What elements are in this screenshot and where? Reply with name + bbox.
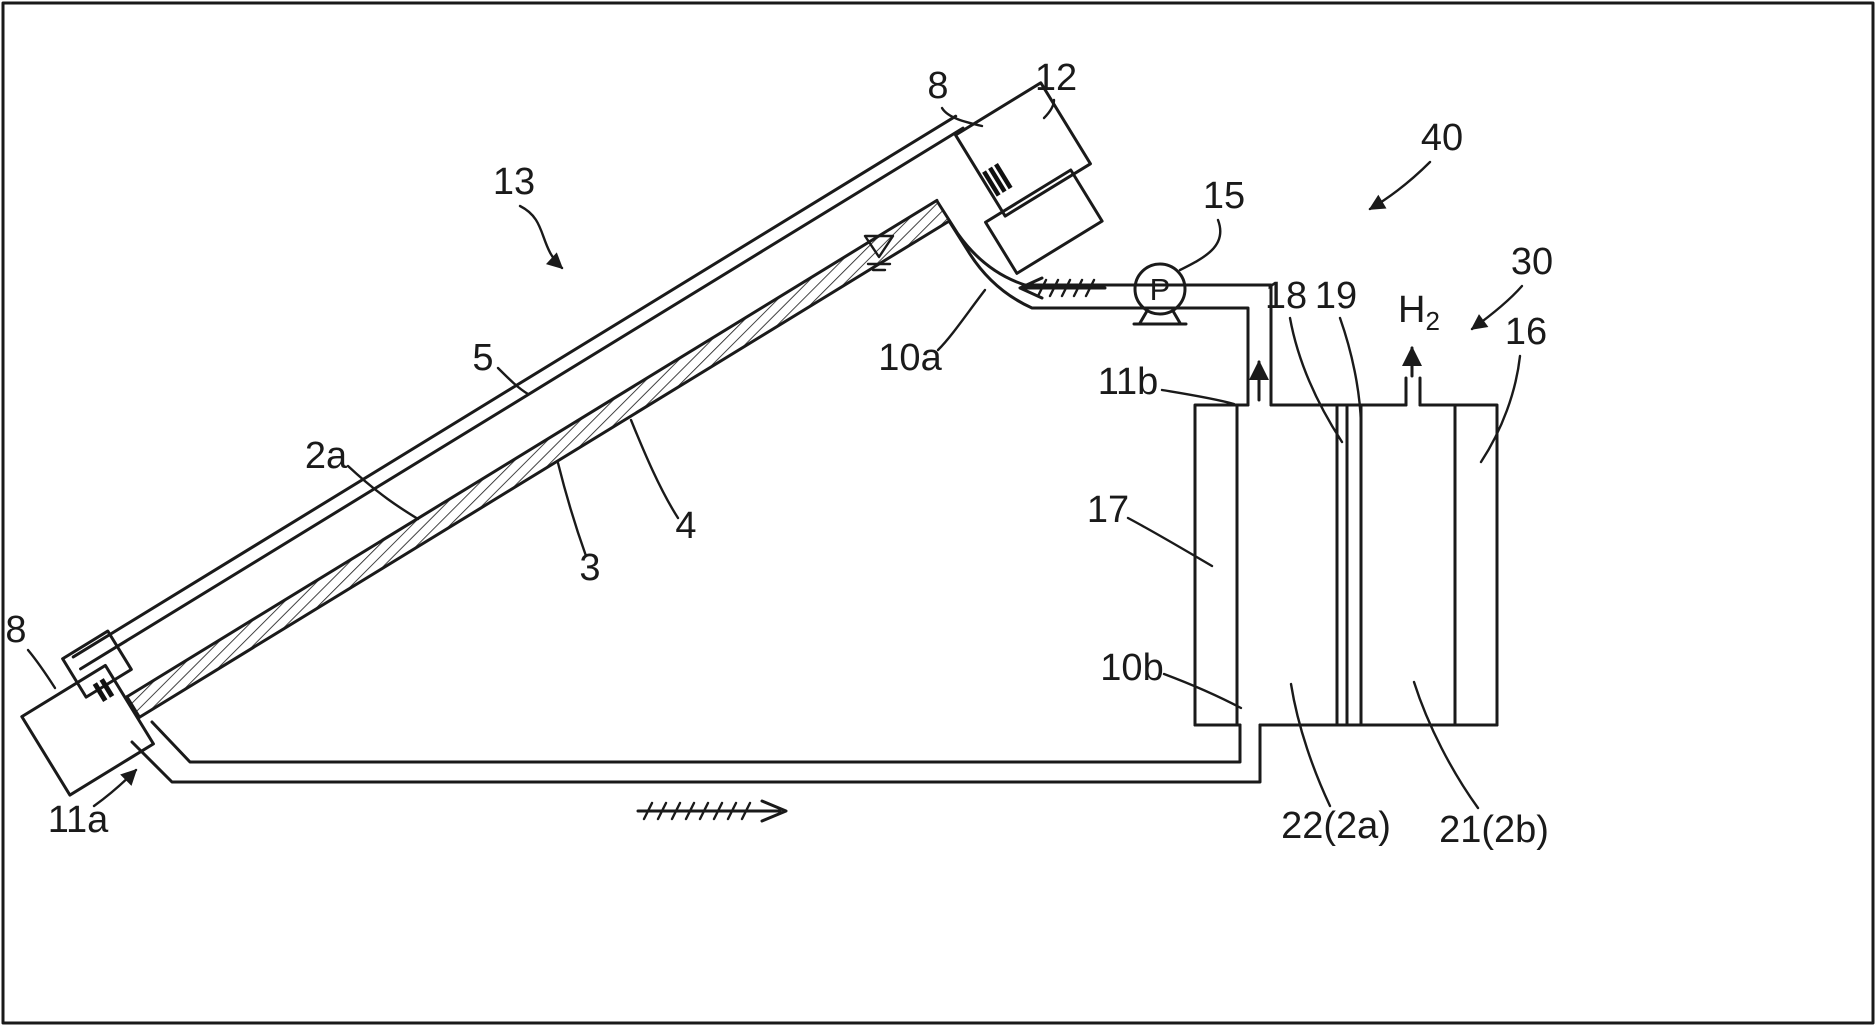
ref-label-8-left: 8: [5, 609, 26, 651]
pump-base: [1132, 309, 1188, 326]
tank: [1193, 376, 1499, 727]
absorber-band-bottom-line: [137, 219, 951, 719]
ref-label-19: 19: [1315, 275, 1357, 317]
leader-12: [1042, 98, 1056, 120]
leader-8-left: [26, 648, 57, 690]
tank-divider-plate-19: [1345, 403, 1363, 727]
leader-8-top: [940, 106, 984, 128]
leader-3: [556, 461, 588, 558]
tank-left-wall: [1193, 403, 1239, 727]
return-pipe-upper-line: [150, 720, 1242, 764]
ref-label-10a: 10a: [878, 337, 942, 379]
ref-label-21: 21(2b): [1439, 809, 1549, 851]
ref-label-2a: 2a: [305, 435, 348, 477]
leader-22: [1289, 682, 1332, 808]
flow-arrow-left-ticks: [1036, 278, 1096, 298]
ref-label-8-top: 8: [927, 65, 948, 107]
absorber-band-top-line: [125, 198, 939, 699]
ref-label-12: 12: [1035, 57, 1077, 99]
flow-arrow-right-head: [760, 799, 788, 823]
reference-labels: 8 12 13 15 40 30 16 18 19 H2 10a 11b 17 …: [5, 57, 1553, 851]
collector-assembly: [20, 81, 1104, 797]
leader-40: [1368, 160, 1432, 211]
leader-2a: [346, 464, 420, 521]
leader-10b: [1162, 672, 1243, 710]
h2-subscript-text: 2: [1425, 306, 1439, 336]
pump-symbol: P: [1132, 262, 1188, 326]
pump-label: P: [1150, 272, 1171, 307]
leader-4: [629, 418, 680, 520]
end-cap-top-lower: [984, 168, 1104, 275]
ref-label-11b: 11b: [1098, 361, 1159, 403]
leader-11a: [92, 768, 138, 808]
tank-right-wall: [1453, 403, 1499, 727]
ref-label-15: 15: [1203, 175, 1245, 217]
h2-element-text: H: [1398, 289, 1425, 331]
leader-30: [1470, 284, 1524, 331]
bottom-seal-fitting: [92, 678, 115, 702]
ref-label-13: 13: [493, 161, 535, 203]
leader-10a: [936, 288, 987, 352]
ref-label-17: 17: [1087, 489, 1129, 531]
flow-arrow-right-ticks: [642, 801, 752, 821]
flow-arrow-left-head: [1018, 276, 1044, 300]
h2-outlet-stub: [1404, 376, 1422, 407]
supply-pipe-inner-line: [947, 219, 1250, 407]
water-level-icon: [863, 234, 895, 272]
glass-tube-inner-line: [79, 126, 965, 671]
ref-label-40: 40: [1421, 117, 1463, 159]
water-level-triangle: [863, 234, 895, 259]
flow-arrow-right: [636, 799, 788, 823]
h2-label: H2: [1398, 289, 1440, 336]
leader-15: [1178, 218, 1222, 272]
ref-label-11a: 11a: [48, 799, 109, 841]
leader-13: [518, 204, 564, 270]
pump-circle: [1133, 262, 1187, 316]
ref-label-18: 18: [1265, 275, 1307, 317]
top-seal-fitting: [982, 163, 1013, 197]
ref-label-10b: 10b: [1100, 647, 1163, 689]
ref-label-4: 4: [675, 505, 696, 547]
ref-label-3: 3: [579, 547, 600, 589]
ref-label-16: 16: [1505, 311, 1547, 353]
leader-lines: [26, 98, 1524, 810]
water-level-ticks: [866, 262, 892, 272]
leader-19: [1338, 316, 1363, 426]
end-cap-bottom-large: [20, 663, 155, 797]
ref-label-30: 30: [1511, 241, 1553, 283]
leader-18: [1288, 316, 1344, 444]
glass-tube-outer-line: [71, 114, 958, 659]
leader-11b: [1160, 388, 1236, 406]
leader-16: [1479, 354, 1522, 464]
end-cap-bottom-small: [61, 629, 133, 699]
ref-label-22: 22(2a): [1281, 805, 1391, 847]
flow-arrow-left: [1018, 276, 1107, 300]
ref-label-5: 5: [472, 337, 493, 379]
return-pipe-lower-line: [130, 723, 1262, 784]
end-cap-top-upper: [954, 81, 1092, 218]
leader-17: [1126, 516, 1214, 568]
absorber-band-hatch: [126, 200, 950, 718]
leader-21: [1412, 680, 1480, 810]
return-pipe: [130, 720, 1262, 784]
leader-5: [496, 366, 530, 396]
absorber-band-end-line: [125, 695, 141, 719]
